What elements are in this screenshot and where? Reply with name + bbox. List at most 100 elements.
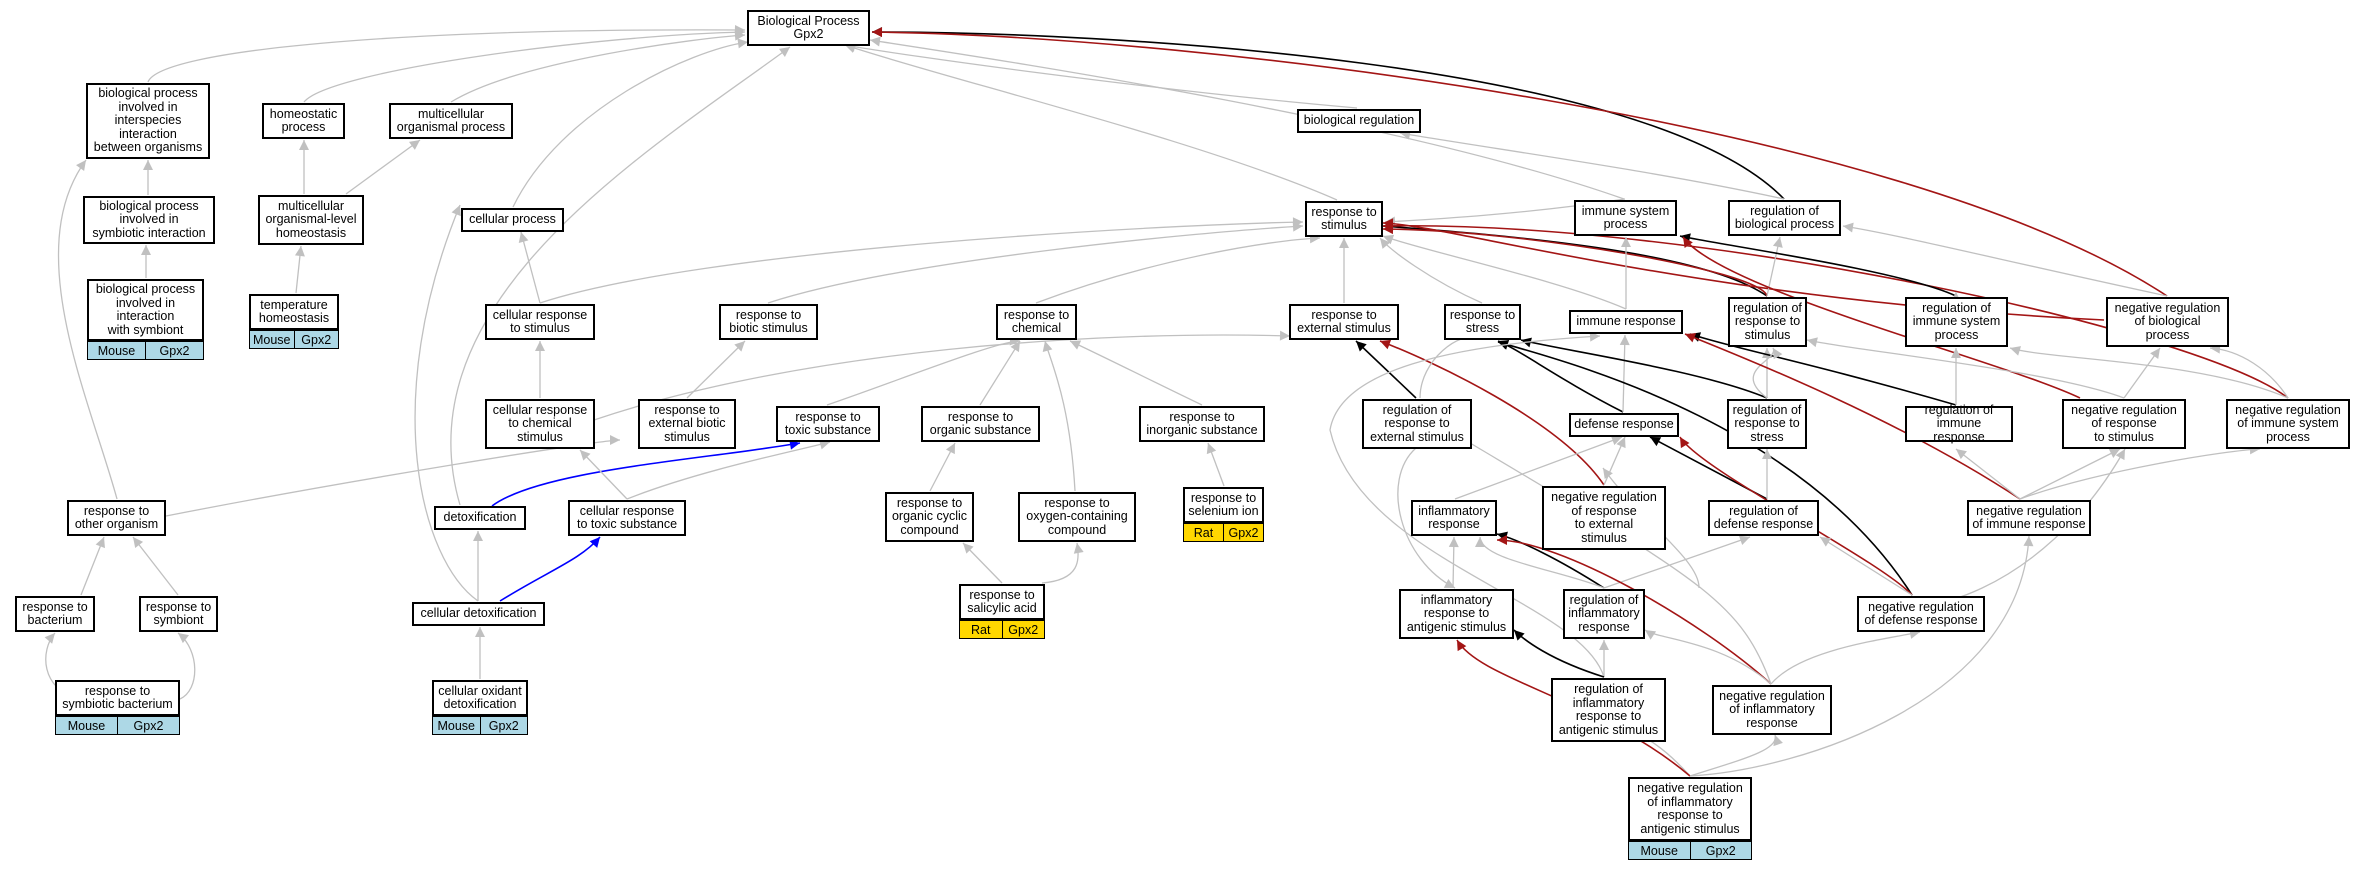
node-response-to-inorganic-substance[interactable]: response to inorganic substance <box>1139 406 1265 442</box>
edge-arrowhead <box>1589 331 1600 342</box>
node-bp-interaction-with-symbiont[interactable]: biological process involved in interacti… <box>87 279 204 341</box>
node-response-to-selenium-ion[interactable]: response to selenium ion <box>1183 487 1264 523</box>
edge-arrowhead <box>1356 341 1367 352</box>
edge-83 <box>2019 448 2121 500</box>
node-response-to-symbiont[interactable]: response to symbiont <box>139 596 218 632</box>
node-immune-system-process[interactable]: immune system process <box>1574 200 1677 236</box>
node-negative-regulation-of-biological-process[interactable]: negative regulation of biological proces… <box>2106 297 2229 347</box>
node-response-to-stimulus[interactable]: response to stimulus <box>1305 201 1383 237</box>
node-negative-regulation-of-immune-system-process[interactable]: negative regulation of immune system pro… <box>2226 399 2350 449</box>
edge-arrowhead <box>1073 543 1084 554</box>
node-negative-regulation-of-inflammatory-response-to-antigenic-stimulus[interactable]: negative regulation of inflammatory resp… <box>1628 777 1752 841</box>
node-detoxification[interactable]: detoxification <box>434 506 526 530</box>
node-negative-regulation-of-defense-response[interactable]: negative regulation of defense response <box>1857 596 1985 632</box>
node-cellular-process[interactable]: cellular process <box>461 208 564 232</box>
node-cellular-response-to-stimulus[interactable]: cellular response to stimulus <box>485 304 595 340</box>
edge-60 <box>626 441 831 500</box>
node-regulation-of-inflammatory-response[interactable]: regulation of inflammatory response <box>1563 589 1645 639</box>
edge-91 <box>1770 631 1921 685</box>
edge-arrowhead <box>1956 449 1967 460</box>
edge-arrowhead <box>1443 579 1455 588</box>
edge-26 <box>1382 228 1768 297</box>
node-response-to-other-organism[interactable]: response to other organism <box>67 500 166 536</box>
node-cellular-detoxification[interactable]: cellular detoxification <box>412 602 545 626</box>
edge-arrowhead <box>734 341 745 352</box>
node-negative-regulation-of-immune-response[interactable]: negative regulation of immune response <box>1967 500 2091 536</box>
node-regulation-of-inflammatory-response-to-antigenic-stimulus[interactable]: regulation of inflammatory response to a… <box>1551 678 1666 742</box>
edge-arrowhead <box>1738 535 1750 546</box>
node-cellular-oxidant-detoxification[interactable]: cellular oxidant detoxification <box>432 680 528 716</box>
node-regulation-of-biological-process[interactable]: regulation of biological process <box>1728 200 1841 236</box>
node-bp-symbiotic-interaction[interactable]: biological process involved in symbiotic… <box>83 196 215 244</box>
node-biological-process[interactable]: Biological Process Gpx2 <box>747 10 870 46</box>
node-response-to-oxygen-containing-compound[interactable]: response to oxygen-containing compound <box>1018 492 1136 542</box>
node-temperature-homeostasis[interactable]: temperature homeostasis <box>249 294 339 330</box>
edge-arrowhead <box>451 205 461 217</box>
edge-48 <box>2123 347 2161 399</box>
edge-73 <box>1454 436 1623 500</box>
node-regulation-of-response-to-stimulus[interactable]: regulation of response to stimulus <box>1728 297 1807 347</box>
edge-arrowhead <box>1457 640 1467 652</box>
node-multicellular-organismal-homeostasis[interactable]: multicellular organismal-level homeostas… <box>258 195 364 245</box>
node-response-to-organic-substance[interactable]: response to organic substance <box>921 406 1040 442</box>
node-response-to-external-biotic-stimulus[interactable]: response to external biotic stimulus <box>638 399 736 449</box>
node-biological-regulation[interactable]: biological regulation <box>1297 109 1421 133</box>
node-inflammatory-response[interactable]: inflammatory response <box>1411 500 1497 536</box>
edge-arrowhead <box>1685 333 1697 343</box>
edge-arrowhead <box>473 531 483 541</box>
edge-65 <box>499 536 601 602</box>
edge-arrowhead <box>1603 468 1613 480</box>
edge-90 <box>1644 629 1772 685</box>
node-response-to-bacterium[interactable]: response to bacterium <box>15 596 95 632</box>
edge-arrowhead <box>1070 340 1082 350</box>
node-negative-regulation-of-inflammatory-response[interactable]: negative regulation of inflammatory resp… <box>1712 685 1832 735</box>
edge-56 <box>165 439 621 517</box>
node-response-to-salicylic-acid[interactable]: response to salicylic acid <box>959 584 1045 620</box>
species-label: Mouse <box>1640 843 1679 858</box>
edge-82 <box>1819 536 1913 596</box>
edge-arrowhead <box>1820 537 1832 547</box>
edge-57 <box>57 159 118 500</box>
node-immune-response[interactable]: immune response <box>1569 310 1683 334</box>
node-response-to-chemical[interactable]: response to chemical <box>996 304 1077 340</box>
node-cellular-response-to-chemical-stimulus[interactable]: cellular response to chemical stimulus <box>485 399 595 449</box>
gene-label: Gpx2 <box>145 342 203 359</box>
node-regulation-of-immune-response[interactable]: regulation of immune response <box>1905 403 2013 444</box>
node-response-to-stress[interactable]: response to stress <box>1444 304 1521 340</box>
edge-100 <box>1419 336 1481 399</box>
node-regulation-of-defense-response[interactable]: regulation of defense response <box>1708 500 1819 536</box>
node-response-to-organic-cyclic-compound[interactable]: response to organic cyclic compound <box>885 492 974 542</box>
edge-4 <box>844 44 1358 109</box>
edge-arrowhead <box>2010 346 2022 356</box>
edge-35 <box>686 340 746 399</box>
edge-37 <box>979 340 1021 406</box>
node-regulation-of-response-to-stress[interactable]: regulation of response to stress <box>1727 399 1807 449</box>
edge-7 <box>871 31 1785 200</box>
edge-arrowhead <box>1448 537 1459 548</box>
edge-30 <box>1842 225 2168 297</box>
edge-arrowhead <box>580 450 591 461</box>
node-response-to-symbiotic-bacterium[interactable]: response to symbiotic bacterium <box>55 680 180 716</box>
node-negative-regulation-of-response-to-stimulus[interactable]: negative regulation of response to stimu… <box>2062 399 2186 449</box>
edge-arrowhead <box>535 341 545 351</box>
node-response-to-biotic-stimulus[interactable]: response to biotic stimulus <box>719 304 818 340</box>
node-bp-interspecies-interaction[interactable]: biological process involved in interspec… <box>86 83 210 159</box>
node-homeostatic-process[interactable]: homeostatic process <box>262 103 345 139</box>
node-inflammatory-response-to-antigenic-stimulus[interactable]: inflammatory response to antigenic stimu… <box>1399 589 1514 639</box>
node-regulation-of-immune-system-process[interactable]: regulation of immune system process <box>1905 297 2008 347</box>
node-negative-regulation-of-response-to-external-stimulus[interactable]: negative regulation of response to exter… <box>1542 486 1666 550</box>
edge-29 <box>1679 235 1957 297</box>
node-response-to-external-stimulus[interactable]: response to external stimulus <box>1289 304 1399 340</box>
node-cellular-response-to-toxic-substance[interactable]: cellular response to toxic substance <box>568 500 686 536</box>
node-response-to-toxic-substance[interactable]: response to toxic substance <box>776 406 880 442</box>
node-regulation-of-response-to-external-stimulus[interactable]: regulation of response to external stimu… <box>1362 399 1472 449</box>
edge-6 <box>869 39 1625 200</box>
node-defense-response[interactable]: defense response <box>1569 413 1679 437</box>
edge-98 <box>1397 447 1456 589</box>
node-multicellular-organismal-process[interactable]: multicellular organismal process <box>389 103 513 139</box>
